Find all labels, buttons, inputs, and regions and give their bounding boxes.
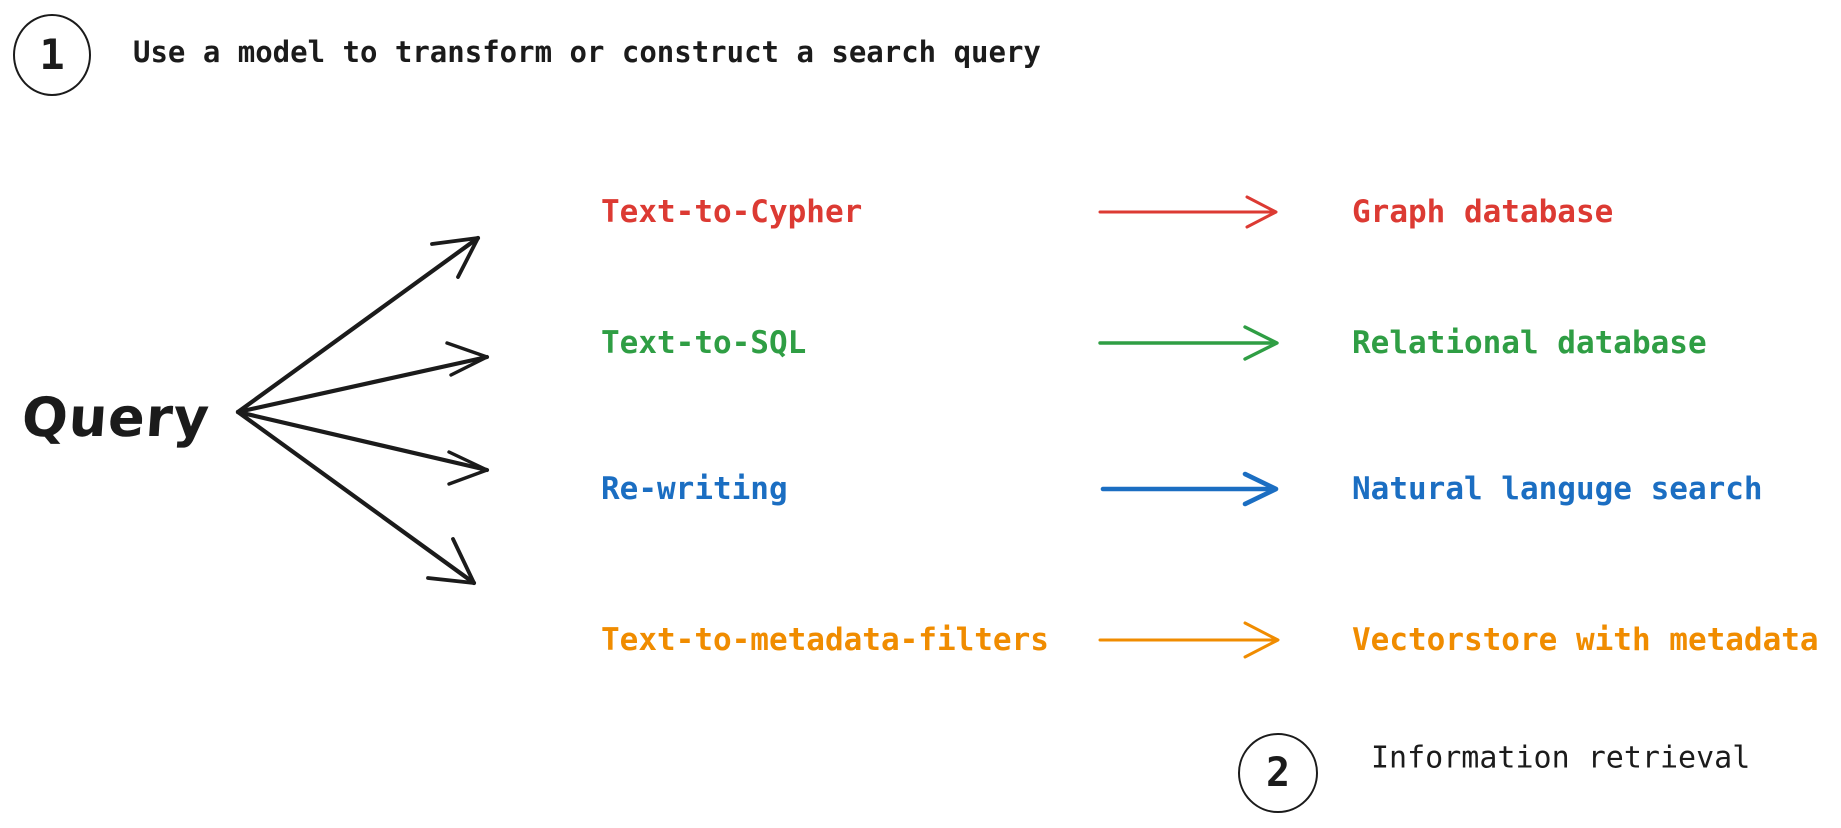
step-2-badge: 2 [1238,733,1318,813]
arrow-right-icon [1100,471,1279,507]
step-1-caption: Use a model to transform or construct a … [133,35,1041,69]
method-label: Text-to-SQL [601,325,807,361]
fan-arrow-3 [235,409,490,486]
target-label: Relational database [1352,325,1707,361]
target-label: Natural languge search [1352,471,1763,507]
fan-arrow-2 [235,341,490,415]
query-source-label: Query [19,386,213,449]
target-label: Vectorstore with metadata [1352,622,1819,658]
step-2-caption: Information retrieval [1371,740,1751,776]
step-1-badge: 1 [13,14,91,96]
arrow-right-icon [1098,621,1280,659]
fan-arrow-4 [235,409,477,586]
method-label: Text-to-metadata-filters [601,622,1049,658]
arrow-right-icon [1098,325,1279,361]
step-1-number: 1 [39,30,65,79]
arrow-right-icon [1098,195,1278,229]
method-label: Re-writing [601,471,788,507]
step-2-number: 2 [1265,750,1291,796]
method-label: Text-to-Cypher [601,194,863,230]
target-label: Graph database [1352,194,1614,230]
fan-arrow-1 [235,235,481,415]
